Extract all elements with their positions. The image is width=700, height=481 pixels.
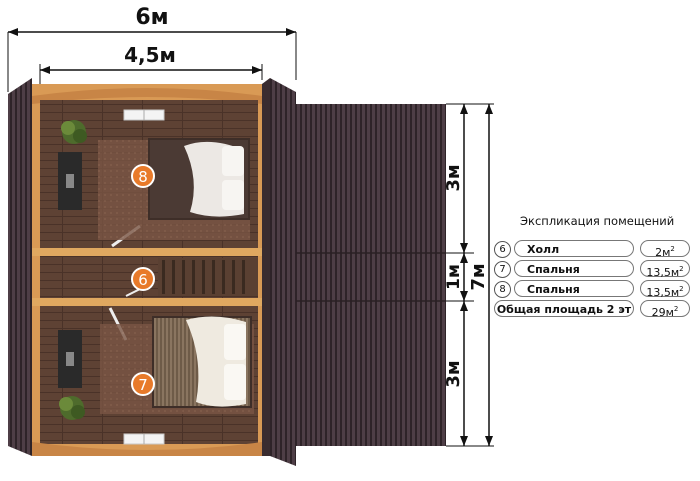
bed-room-8 bbox=[148, 138, 250, 220]
staircase bbox=[158, 258, 258, 296]
legend-row-number: 8 bbox=[494, 281, 511, 298]
interior bbox=[32, 84, 262, 456]
legend-row-number: 7 bbox=[494, 261, 511, 278]
right-gable bbox=[270, 78, 296, 466]
legend-row-area-value: 13,5м bbox=[646, 286, 680, 299]
bed-room-7 bbox=[152, 316, 252, 408]
dimension-inner-width: 4,5м bbox=[39, 43, 263, 92]
room-marker-7-label: 7 bbox=[138, 376, 148, 394]
legend-row-bedroom-8: 8 Спальня 13,5м2 bbox=[494, 280, 694, 299]
dimension-total-width: 6м bbox=[7, 5, 297, 92]
room-marker-6-label: 6 bbox=[138, 271, 148, 289]
left-wall bbox=[8, 78, 32, 456]
partition-top bbox=[32, 248, 262, 256]
room-marker-6: 6 bbox=[131, 267, 155, 291]
legend-total-label: Общая площадь 2 эт bbox=[494, 300, 634, 317]
legend-row-area: 2м2 bbox=[640, 240, 690, 259]
tv-stand-room-7 bbox=[58, 330, 82, 388]
legend-row-total: Общая площадь 2 эт 29м2 bbox=[494, 300, 694, 319]
dimension-sections: 3м 1м 3м bbox=[443, 103, 474, 447]
legend-title: Экспликация помещений bbox=[520, 214, 675, 228]
roof bbox=[296, 104, 446, 446]
legend-total-area: 29м2 bbox=[640, 300, 690, 319]
legend-row-area-value: 13,5м bbox=[646, 266, 680, 279]
plant-room-7 bbox=[59, 396, 85, 420]
room-marker-8: 8 bbox=[131, 164, 155, 188]
legend-total-area-value: 29м bbox=[651, 306, 674, 319]
area-unit-superscript: 2 bbox=[679, 265, 684, 273]
room-marker-8-label: 8 bbox=[138, 168, 148, 186]
legend-row-area: 13,5м2 bbox=[640, 260, 690, 279]
total-width-label: 6м bbox=[135, 5, 168, 30]
tv-stand-room-8 bbox=[58, 152, 82, 210]
partition-bottom bbox=[32, 298, 262, 306]
legend-row-area: 13,5м2 bbox=[640, 280, 690, 299]
legend-row-area-value: 2м bbox=[655, 246, 671, 259]
legend-row-number: 6 bbox=[494, 241, 511, 258]
room-marker-7: 7 bbox=[131, 372, 155, 396]
area-unit-superscript: 2 bbox=[670, 245, 675, 253]
section-mid-label: 1м bbox=[444, 264, 464, 290]
plant-room-8 bbox=[61, 120, 87, 144]
total-depth-label: 7м bbox=[468, 263, 489, 290]
legend-row-hall: 6 Холл 2м2 bbox=[494, 240, 694, 259]
inner-width-label: 4,5м bbox=[124, 43, 176, 67]
legend-row-name: Спальня bbox=[514, 260, 634, 277]
legend-row-bedroom-7: 7 Спальня 13,5м2 bbox=[494, 260, 694, 279]
area-unit-superscript: 2 bbox=[679, 285, 684, 293]
area-unit-superscript: 2 bbox=[673, 305, 679, 313]
section-top-label: 3м bbox=[443, 164, 464, 191]
right-wall-edge bbox=[262, 78, 270, 456]
legend-row-name: Спальня bbox=[514, 280, 634, 297]
legend-row-name: Холл bbox=[514, 240, 634, 257]
section-bottom-label: 3м bbox=[443, 360, 464, 387]
dimension-total-depth: 7м bbox=[468, 103, 494, 447]
